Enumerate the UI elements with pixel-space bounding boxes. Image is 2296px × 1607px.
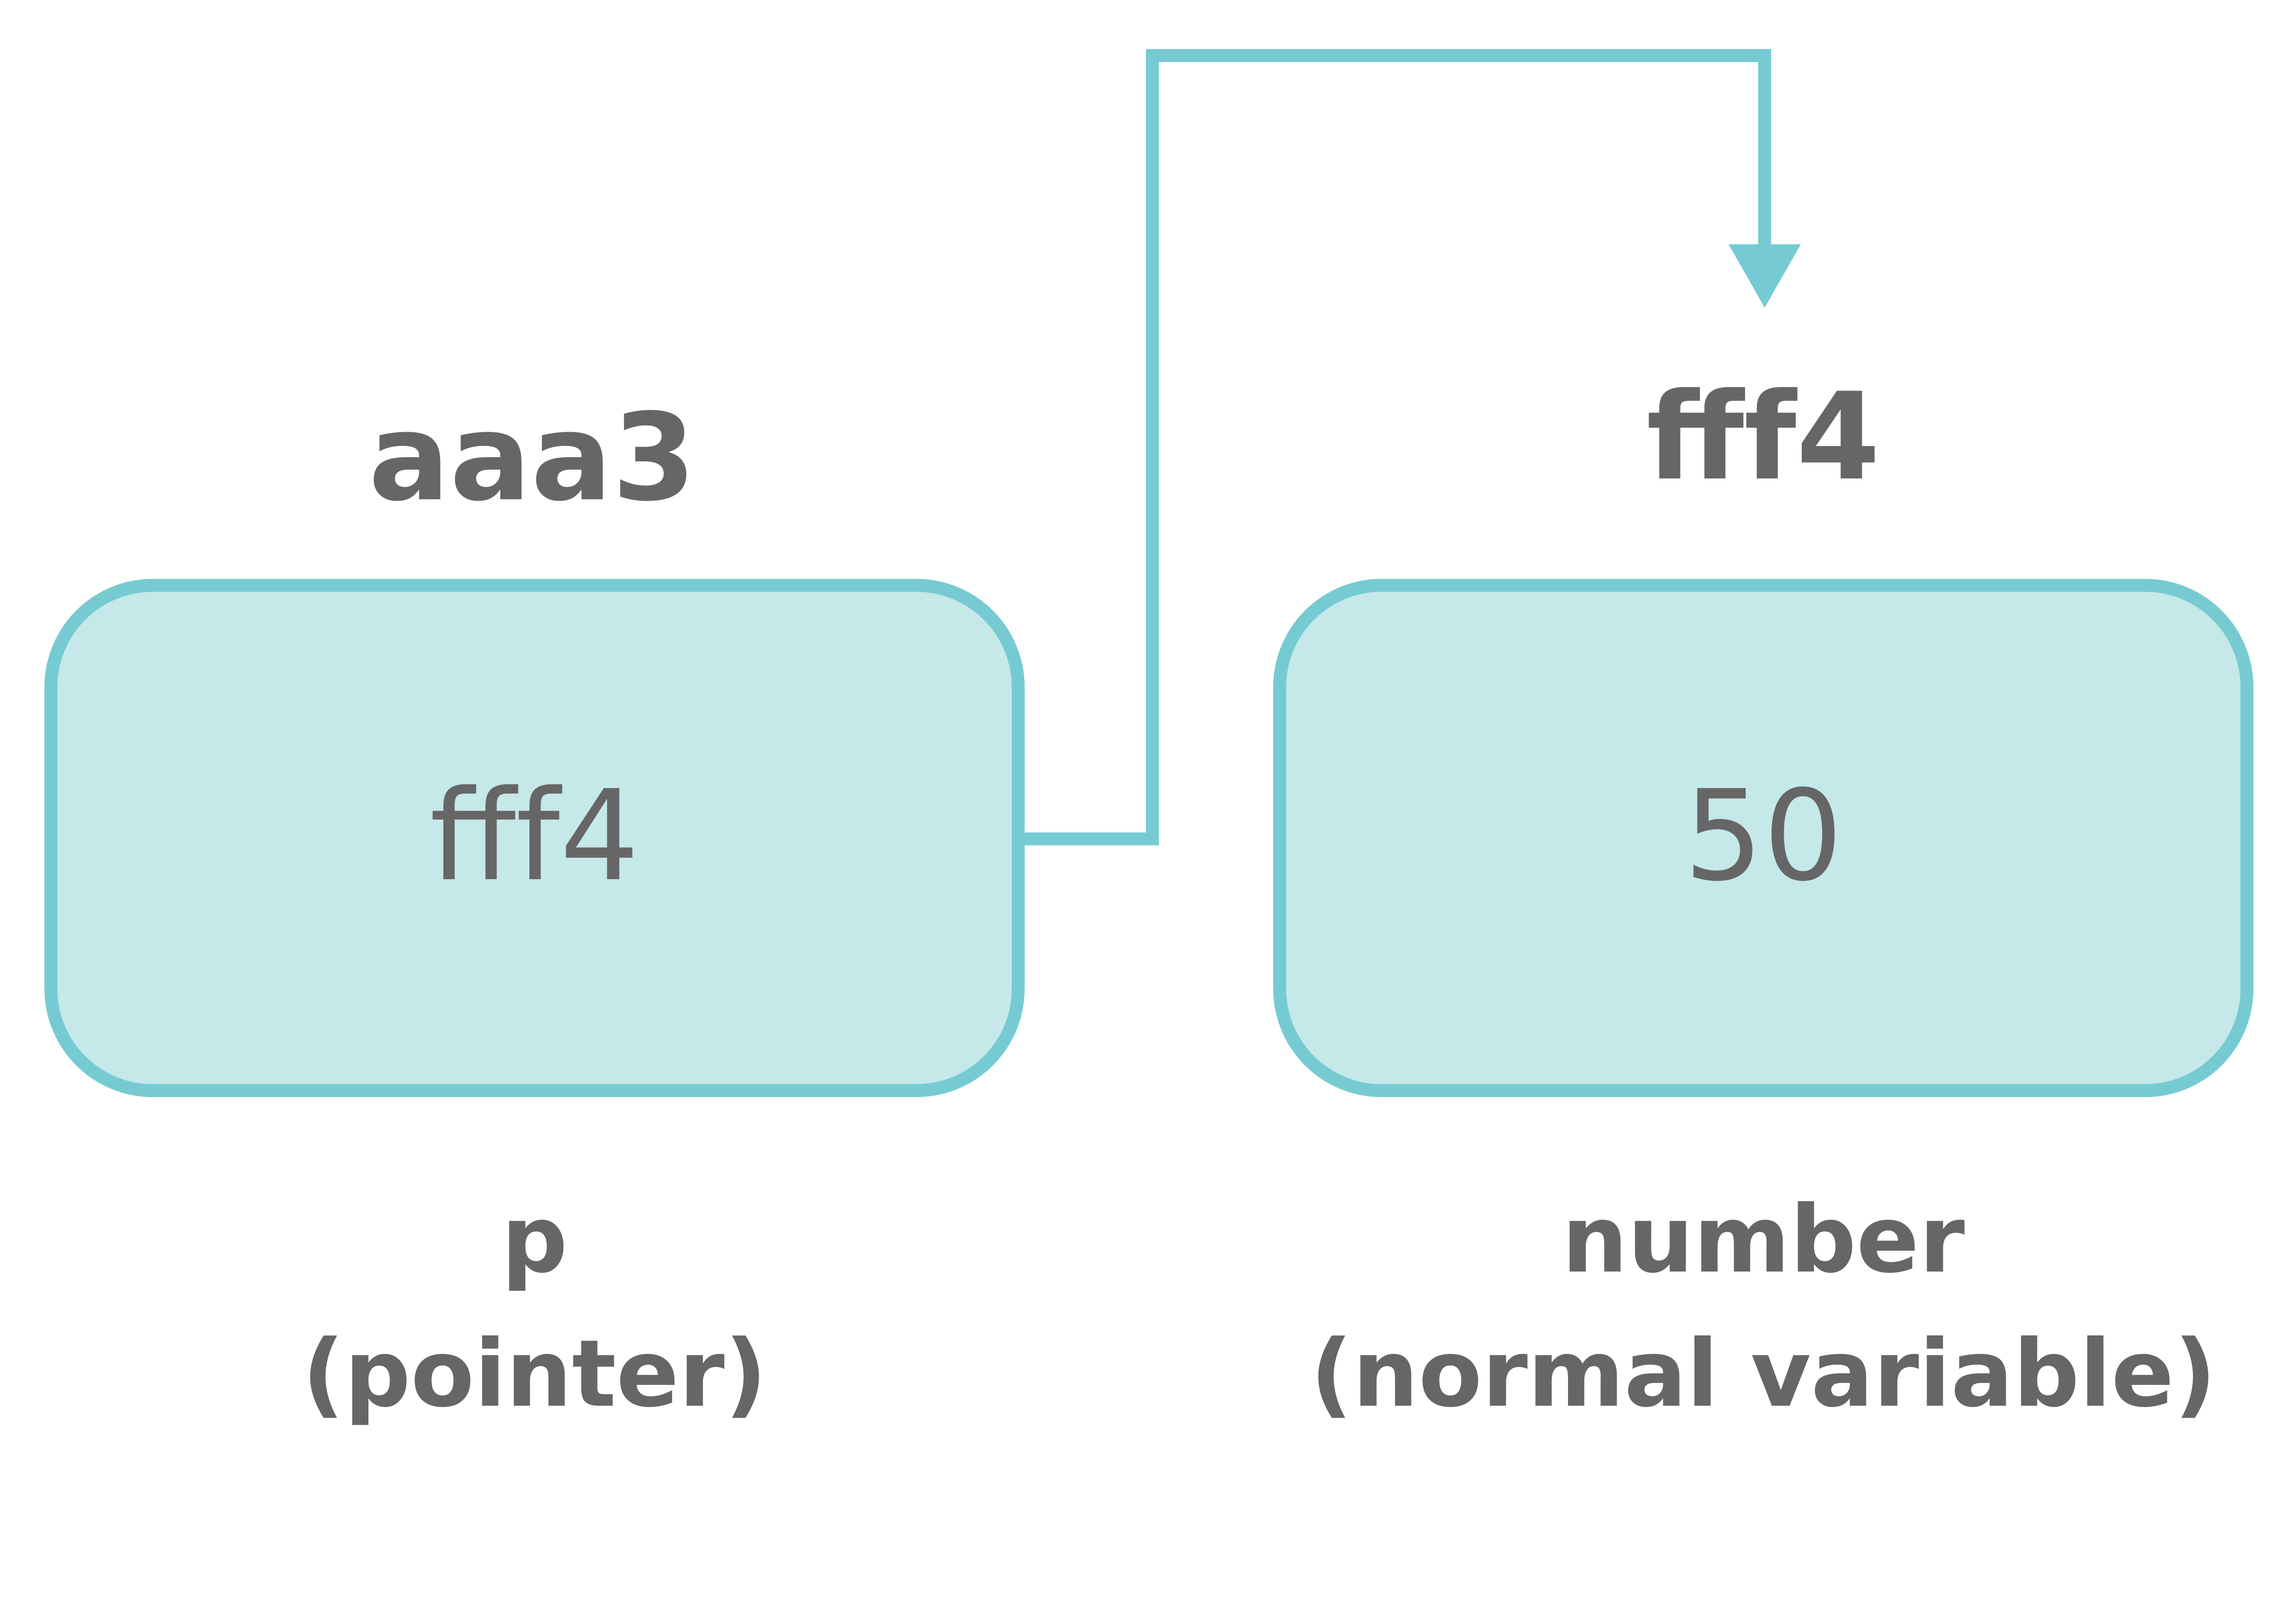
pointer-value-label: fff4: [429, 763, 640, 909]
pointer-arrow-head: [1729, 244, 1801, 308]
variable-kind-label: (normal variable): [1310, 1320, 2216, 1428]
variable-address-label: fff4: [1646, 367, 1880, 507]
variable-value-label: 50: [1684, 763, 1843, 909]
variable-box: [1273, 579, 2253, 1097]
pointer-name-label: p: [501, 1186, 568, 1294]
pointer-address-label: aaa3: [368, 388, 696, 528]
pointer-arrow-line: [1018, 49, 1771, 845]
pointer-kind-label: (pointer): [302, 1320, 767, 1428]
variable-name-label: number: [1562, 1186, 1965, 1294]
